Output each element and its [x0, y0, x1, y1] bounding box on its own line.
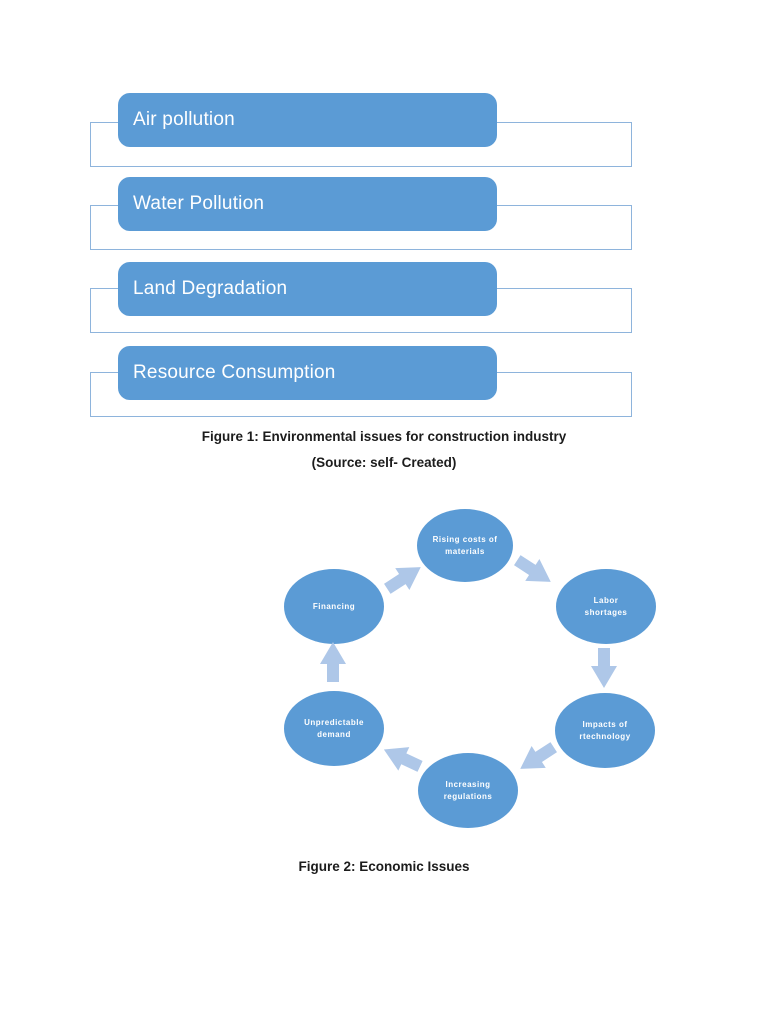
- list-item-air-pollution: Air pollution: [118, 93, 497, 147]
- list-item-label: Water Pollution: [133, 193, 265, 214]
- arrow-labor-shortages-to-impacts-icon: [589, 648, 619, 688]
- arrow-financing-to-rising-costs-icon: [379, 555, 429, 602]
- cycle-node-label: Unpredictable demand: [304, 717, 364, 739]
- list-item-land-degradation: Land Degradation: [118, 262, 497, 316]
- list-item-label: Land Degradation: [133, 278, 288, 299]
- list-item-resource-consumption: Resource Consumption: [118, 346, 497, 400]
- figure1-source-caption: (Source: self- Created): [311, 455, 457, 470]
- cycle-node-label: Increasing regulations: [443, 779, 493, 801]
- cycle-node-impacts-of-rtechnology: Impacts of rtechnology: [555, 693, 655, 768]
- arrow-rising-costs-to-labor-shortages-icon: [509, 548, 559, 595]
- figure1-caption: Figure 1: Environmental issues for const…: [201, 429, 567, 444]
- cycle-node-financing: Financing: [284, 569, 384, 644]
- cycle-node-label: Financing: [312, 601, 356, 611]
- cycle-node-rising-costs-of-materials: Rising costs of materials: [417, 509, 513, 582]
- list-item-water-pollution: Water Pollution: [118, 177, 497, 231]
- cycle-node-labor-shortages: Labor shortages: [556, 569, 656, 644]
- arrow-impacts-to-increasing-regulations-icon: [512, 735, 562, 782]
- arrow-increasing-regulations-to-unpredictable-demand-icon: [378, 736, 427, 780]
- cycle-node-unpredictable-demand: Unpredictable demand: [284, 691, 384, 766]
- list-item-label: Air pollution: [133, 109, 235, 130]
- figure2-caption: Figure 2: Economic Issues: [298, 859, 470, 874]
- cycle-node-increasing-regulations: Increasing regulations: [418, 753, 518, 828]
- cycle-node-label: Rising costs of materials: [432, 534, 498, 556]
- list-item-label: Resource Consumption: [133, 362, 336, 383]
- cycle-node-label: Impacts of rtechnology: [579, 719, 631, 741]
- arrow-unpredictable-demand-to-financing-icon: [318, 642, 348, 682]
- cycle-node-label: Labor shortages: [584, 595, 628, 617]
